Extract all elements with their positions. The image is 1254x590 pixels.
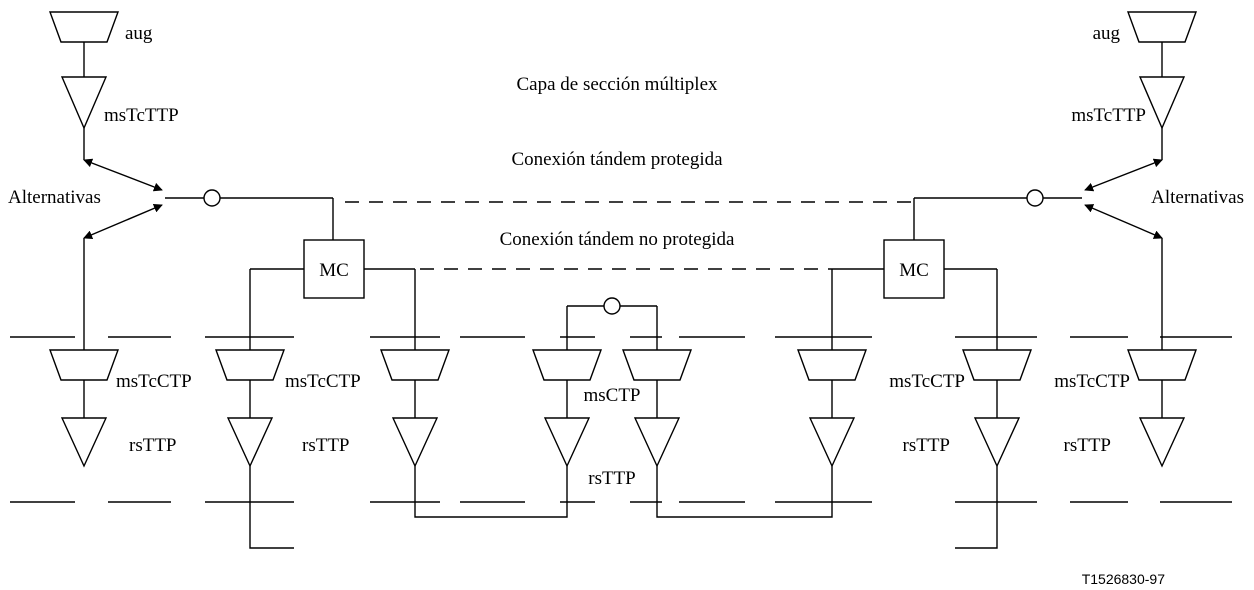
msctp-label: msCTP <box>583 385 640 406</box>
mstcctp-trapezoid-2 <box>214 349 286 381</box>
rsttp-label-2: rsTTP <box>302 435 350 456</box>
protected-tandem-label: Conexión tándem protegida <box>511 149 723 170</box>
mstcctp-label-1: msTcCTP <box>116 371 192 392</box>
mstcctp-label-2: msTcCTP <box>285 371 361 392</box>
figure-id: T1526830-97 <box>1082 571 1166 587</box>
unprotected-tandem-label: Conexión tándem no protegida <box>500 229 735 250</box>
rsttp-triangle-5 <box>633 417 681 468</box>
aug-left-trapezoid <box>48 11 120 43</box>
bottom-link-center-left <box>414 466 568 518</box>
mc-right-box <box>883 239 945 299</box>
aug-right-trapezoid <box>1126 11 1198 43</box>
mstcctp-trapezoid-4 <box>796 349 868 381</box>
left-alt-arrow-up <box>83 158 163 192</box>
rsttp-triangle-6 <box>808 417 856 468</box>
rsttp-label-1: rsTTP <box>129 435 177 456</box>
bottom-link-left <box>249 466 294 549</box>
bottom-link-center-right <box>656 466 833 518</box>
rsttp-triangle-8 <box>1138 417 1186 468</box>
aug-right-label: aug <box>1093 23 1121 44</box>
right-alt-arrow-down <box>1084 204 1163 239</box>
mstcttp-right-triangle <box>1138 76 1186 130</box>
rsttp-label-5: rsTTP <box>1064 435 1112 456</box>
left-alt-arrow-down <box>83 204 163 239</box>
rsttp-triangles <box>60 417 1186 468</box>
alternativas-right-label: Alternativas <box>1151 187 1244 208</box>
right-alt-arrow-up <box>1084 158 1163 192</box>
ctp-ttp-links <box>83 380 1163 418</box>
mstcctp-label-3: msTcCTP <box>889 371 965 392</box>
right-connection-point <box>1026 189 1044 207</box>
left-connection-point <box>203 189 221 207</box>
rsttp-triangle-3 <box>391 417 439 468</box>
ctp-trapezoids <box>48 349 1198 381</box>
mstcttp-left-label: msTcTTP <box>104 105 179 126</box>
capa-title: Capa de sección múltiplex <box>516 74 718 95</box>
mstcttp-right-label: msTcTTP <box>1071 105 1146 126</box>
rsttp-triangle-7 <box>973 417 1021 468</box>
msctp-trapezoid-left <box>531 349 603 381</box>
rsttp-triangle-1 <box>60 417 108 468</box>
bottom-link-right <box>955 466 998 549</box>
mstcctp-trapezoid-1 <box>48 349 120 381</box>
mstcctp-trapezoid-6 <box>1126 349 1198 381</box>
mstcctp-trapezoid-3 <box>379 349 451 381</box>
mstcttp-left-triangle <box>60 76 108 130</box>
mstcctp-label-4: msTcCTP <box>1054 371 1130 392</box>
rsttp-triangle-4 <box>543 417 591 468</box>
msctp-trapezoid-right <box>621 349 693 381</box>
rsttp-label-4: rsTTP <box>903 435 951 456</box>
mstcctp-trapezoid-5 <box>961 349 1033 381</box>
alternativas-left-label: Alternativas <box>8 187 101 208</box>
mc-left-label: MC <box>319 260 349 281</box>
rsttp-label-3: rsTTP <box>588 468 636 489</box>
rsttp-triangle-2 <box>226 417 274 468</box>
mc-right-label: MC <box>899 260 929 281</box>
middle-connection-point <box>603 297 621 315</box>
aug-left-label: aug <box>125 23 153 44</box>
